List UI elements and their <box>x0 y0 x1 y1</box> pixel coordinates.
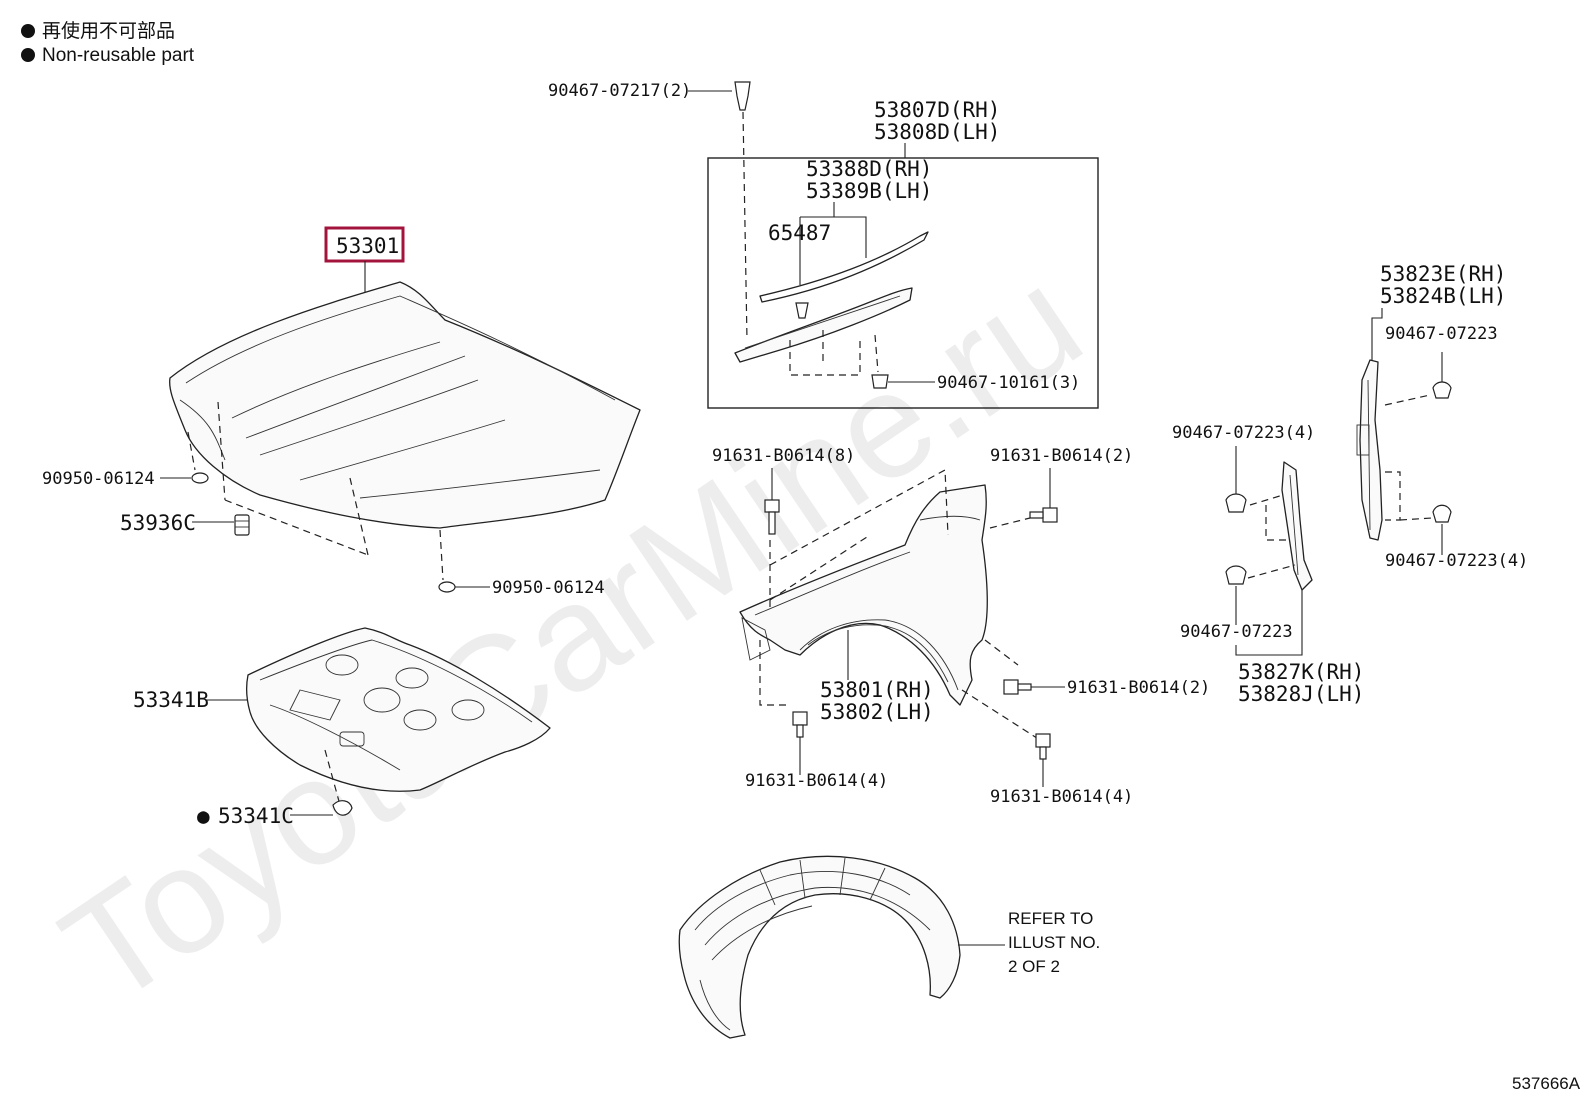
fender-liner-drawing <box>678 855 961 1039</box>
top-clip-icon <box>734 81 751 111</box>
upper-seal-clip-bottom-part-number[interactable]: 90467-07223(4) <box>1385 551 1528 571</box>
lower-seal-clip-top-icon <box>1225 493 1247 513</box>
hood-plug-left-part-number[interactable]: 90950-06124 <box>42 469 155 489</box>
upper-seal-clip-top-part-number[interactable]: 90467-07223 <box>1385 324 1498 344</box>
fender-rh-part-number[interactable]: 53801(RH) <box>820 678 934 702</box>
hood-insulator-drawing <box>246 627 551 792</box>
lower-seal-clip-bottom-part-number[interactable]: 90467-07223 <box>1180 622 1293 642</box>
hood-plug-left-icon <box>191 472 209 484</box>
fender-bolt-bottom-left-part-number[interactable]: 91631-B0614(4) <box>745 771 888 791</box>
fender-bolt-bottom-right-part-number[interactable]: 91631-B0614(4) <box>990 787 1133 807</box>
lower-seal-clip-bottom-icon <box>1225 565 1247 585</box>
legend-english: Non-reusable part <box>42 45 195 66</box>
seal-assy-rh-part-number[interactable]: 53807D(RH) <box>874 98 1000 122</box>
fender-bolt-top-left-part-number[interactable]: 91631-B0614(8) <box>712 446 855 466</box>
seal-assembly-box <box>707 157 1099 409</box>
upper-seal-drawing <box>1356 359 1383 541</box>
fender-bolt-top-left-icon <box>764 499 780 513</box>
insulator-clip-non-reusable-mark: ● <box>197 804 210 828</box>
hood-drawing <box>169 281 641 529</box>
legend-dot-icon <box>21 24 35 38</box>
seal-rh-part-number[interactable]: 53388D(RH) <box>806 157 932 181</box>
fender-bolt-top-right-part-number[interactable]: 91631-B0614(2) <box>990 446 1133 466</box>
top-clip-part-number[interactable]: 90467-07217(2) <box>548 81 691 101</box>
lower-seal-rh-part-number[interactable]: 53827K(RH) <box>1238 660 1364 684</box>
hood-part-number[interactable]: 53301 <box>336 234 399 258</box>
seal-retainer-clip-icon <box>795 302 809 319</box>
seal-clip-part-number[interactable]: 90467-10161(3) <box>937 373 1080 393</box>
fender-bolt-mid-right-icon <box>1003 679 1019 695</box>
legend-dot-icon <box>21 48 35 62</box>
seal-drawing <box>734 231 929 363</box>
liner-note-line1: REFER TO <box>1008 909 1093 928</box>
lower-seal-lh-part-number[interactable]: 53828J(LH) <box>1238 682 1364 706</box>
seal-retainer-part-number[interactable]: 65487 <box>768 221 831 245</box>
illustration-id: 537666A <box>1512 1074 1581 1093</box>
upper-seal-clip-bottom-icon <box>1432 504 1452 523</box>
hood-cushion-icon <box>234 514 250 536</box>
upper-seal-rh-part-number[interactable]: 53823E(RH) <box>1380 262 1506 286</box>
fender-bolt-mid-right-part-number[interactable]: 91631-B0614(2) <box>1067 678 1210 698</box>
legend: 再使用不可部品 Non-reusable part <box>21 20 195 66</box>
fender-drawing <box>739 484 988 706</box>
hood-plug-right-part-number[interactable]: 90950-06124 <box>492 578 605 598</box>
insulator-clip-icon <box>332 800 353 816</box>
liner-note-line2: ILLUST NO. <box>1008 933 1100 952</box>
fender-bolt-bottom-left-icon <box>792 711 808 726</box>
upper-seal-lh-part-number[interactable]: 53824B(LH) <box>1380 284 1506 308</box>
hood-cushion-part-number[interactable]: 53936C <box>120 511 196 535</box>
insulator-clip-part-number[interactable]: 53341C <box>218 804 294 828</box>
hood-plug-right-icon <box>438 581 456 593</box>
seal-clip-icon <box>871 374 889 389</box>
legend-japanese: 再使用不可部品 <box>42 20 175 42</box>
fender-bolt-bottom-right-icon <box>1035 733 1051 748</box>
fender-lh-part-number[interactable]: 53802(LH) <box>820 700 934 724</box>
lower-seal-clip-top-part-number[interactable]: 90467-07223(4) <box>1172 423 1315 443</box>
seal-lh-part-number[interactable]: 53389B(LH) <box>806 179 932 203</box>
liner-note-line3: 2 OF 2 <box>1008 957 1060 976</box>
lower-seal-drawing <box>1281 461 1313 591</box>
upper-seal-clip-top-icon <box>1432 381 1452 399</box>
fender-bolt-top-right-icon <box>1042 507 1058 523</box>
hood-insulator-part-number[interactable]: 53341B <box>133 688 209 712</box>
seal-assy-lh-part-number[interactable]: 53808D(LH) <box>874 120 1000 144</box>
